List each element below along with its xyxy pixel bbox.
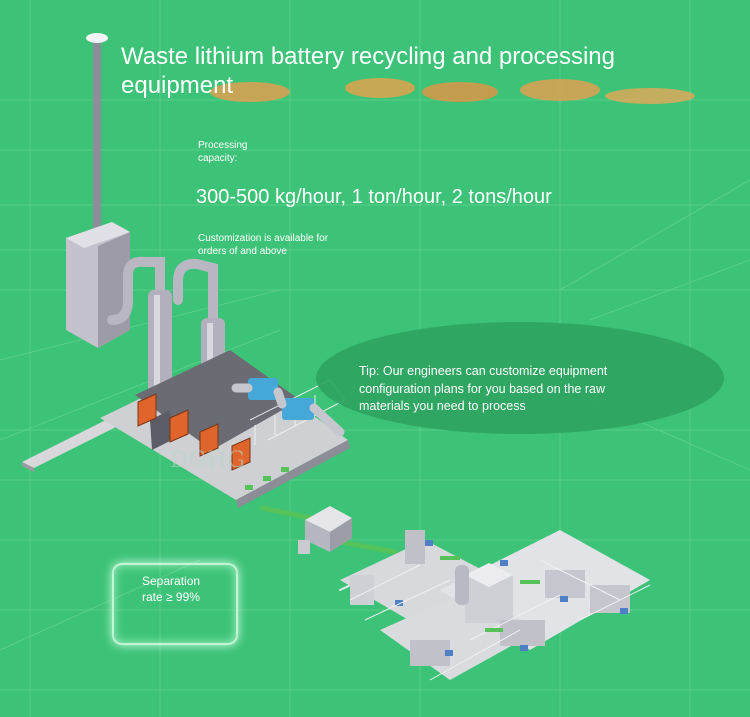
customization-note: Customization is available for orders of…: [198, 233, 329, 257]
capacity-label: Processing capacity:: [198, 140, 248, 164]
blurred-highlight: [210, 78, 695, 104]
furnace-doors: [137, 393, 251, 471]
processing-line: [340, 530, 651, 681]
watermark-logo: DGHG: [170, 448, 246, 473]
furnace-platform: [22, 350, 350, 508]
exhaust-ducts: [107, 256, 218, 325]
separation-rate-badge: [112, 563, 238, 645]
blue-duct: [231, 378, 345, 437]
separation-rate-text: Separation rate ≥ 99%: [142, 574, 201, 604]
page-title: Waste lithium battery recycling and proc…: [121, 43, 615, 99]
platform-conveyor-lights: [245, 467, 289, 490]
tip-text: Tip: Our engineers can customize equipme…: [359, 364, 608, 413]
tip-bubble: [316, 322, 724, 434]
capacity-value: 300-500 kg/hour, 1 ton/hour, 2 tons/hour: [196, 186, 552, 208]
crusher: [298, 506, 352, 554]
